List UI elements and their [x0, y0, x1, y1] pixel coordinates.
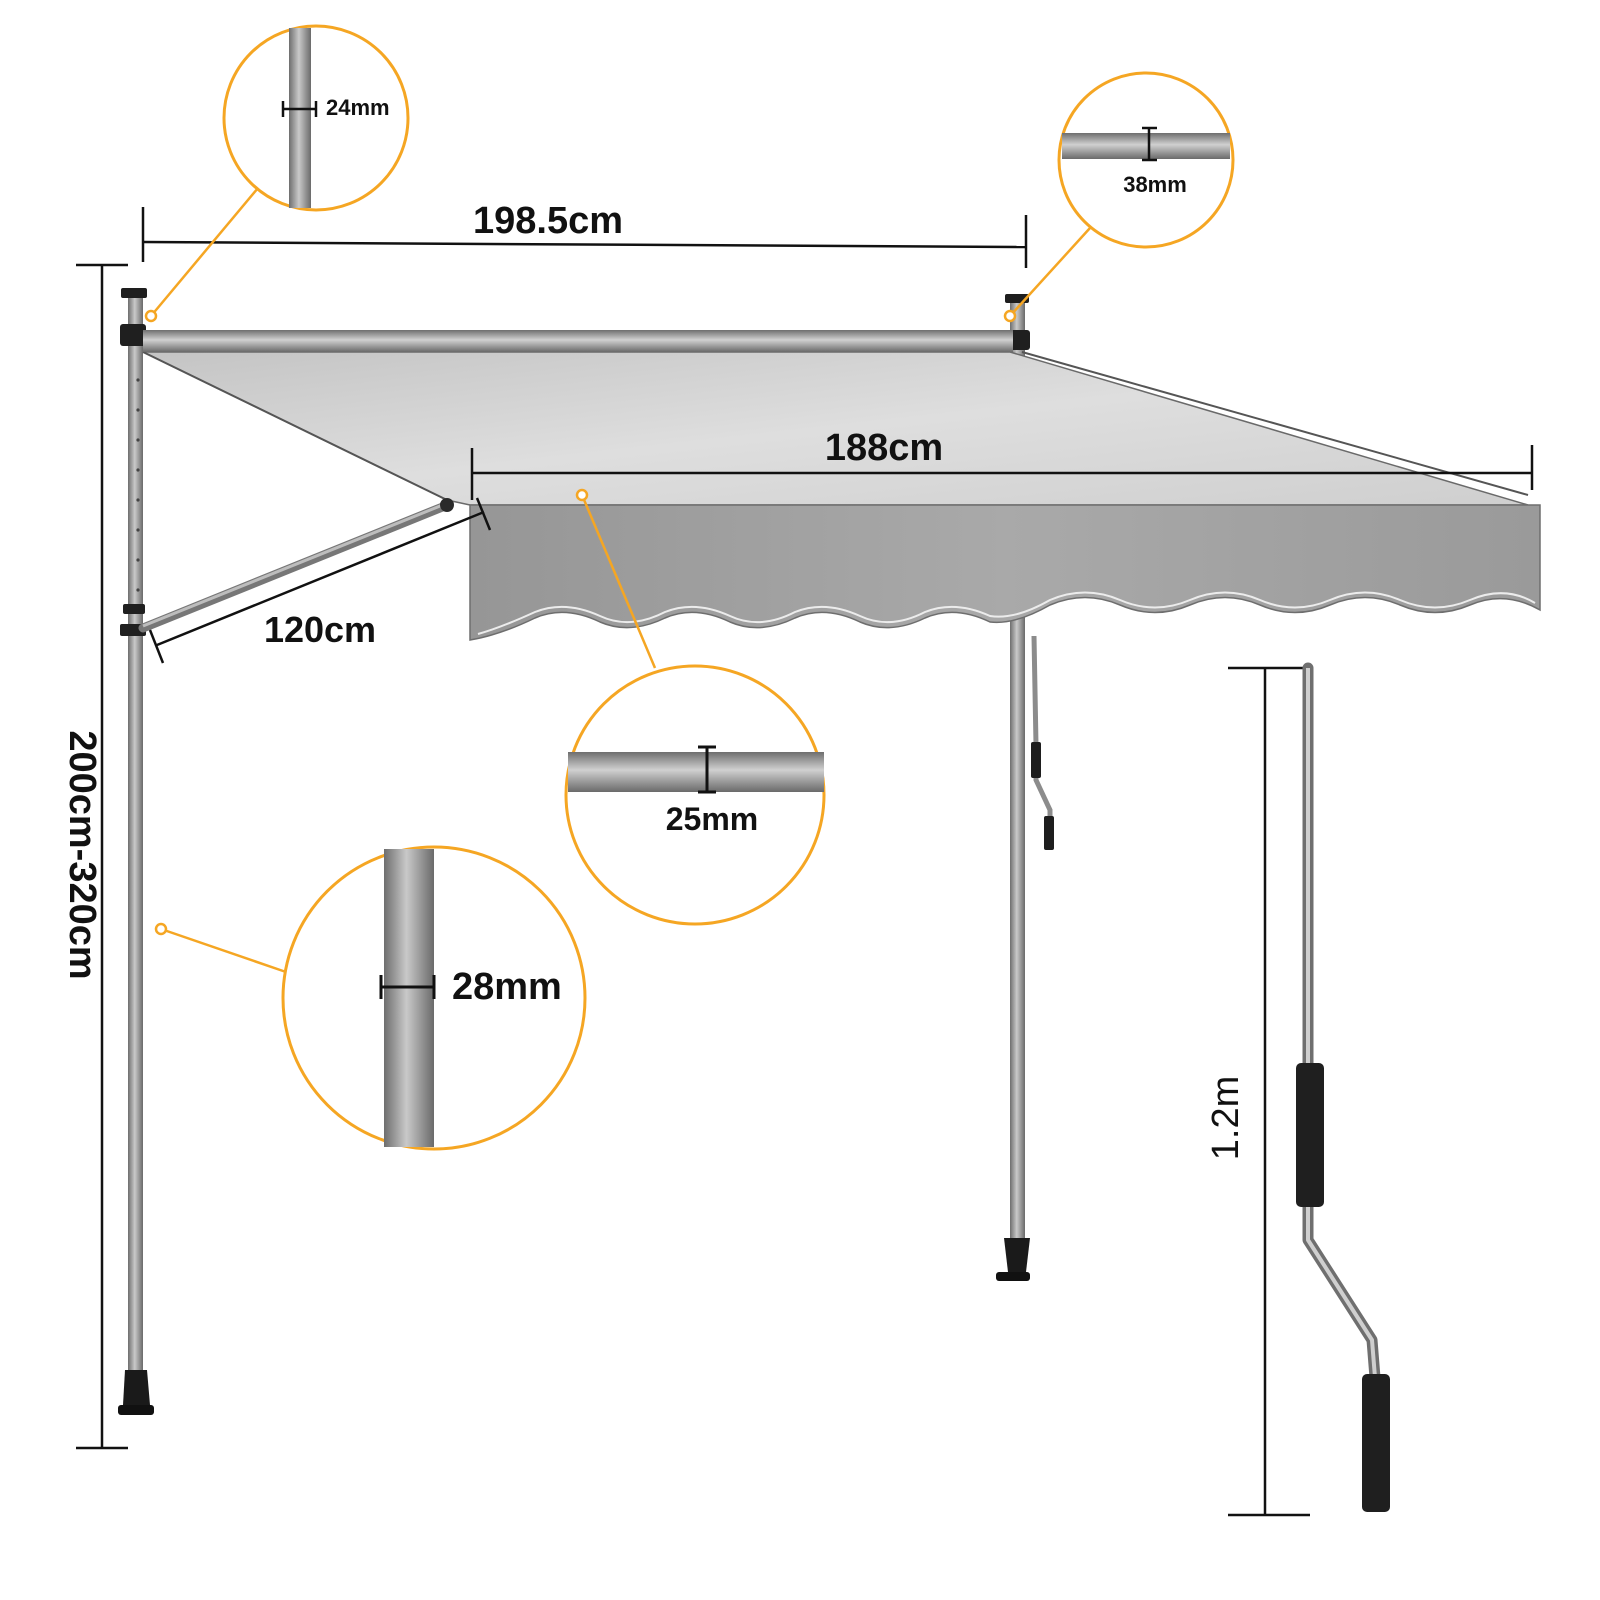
roller-tube	[143, 330, 1013, 352]
crank-grip-lower	[1362, 1374, 1390, 1512]
arm-length-label: 120cm	[264, 609, 376, 650]
pole-top-cap	[121, 288, 147, 298]
left-foot	[123, 1370, 150, 1405]
height-range-label: 200cm-320cm	[61, 730, 103, 979]
callout-connectors	[144, 187, 1091, 974]
projection-label: 188cm	[825, 427, 943, 469]
left-bracket	[120, 324, 146, 346]
scalloped-valance	[469, 504, 1541, 641]
front-bar-diameter: 25mm	[666, 801, 759, 837]
main-pole-diameter: 28mm	[452, 966, 562, 1008]
pole-holes	[136, 378, 140, 592]
hand-crank	[1296, 662, 1390, 1512]
frame-width-label: 198.5cm	[473, 200, 623, 242]
crank-length-label: 1.2m	[1205, 1076, 1247, 1160]
callout-front-bar: 25mm	[564, 664, 826, 926]
roller-tube-diameter: 38mm	[1123, 172, 1187, 197]
right-bracket	[1008, 330, 1030, 350]
dimension-lines	[76, 207, 1534, 1517]
callout-roller-tube: 38mm	[1057, 71, 1235, 249]
support-arm	[138, 498, 454, 633]
left-pole	[118, 288, 154, 1415]
top-pole-diameter: 24mm	[326, 95, 390, 120]
callout-main-pole: 28mm	[281, 845, 587, 1151]
awning-fabric	[142, 330, 1541, 641]
crank-grip-upper	[1296, 1063, 1324, 1207]
callout-top-pole: 24mm	[222, 24, 410, 212]
right-foot	[1004, 1238, 1030, 1272]
small-crank	[1031, 635, 1054, 850]
